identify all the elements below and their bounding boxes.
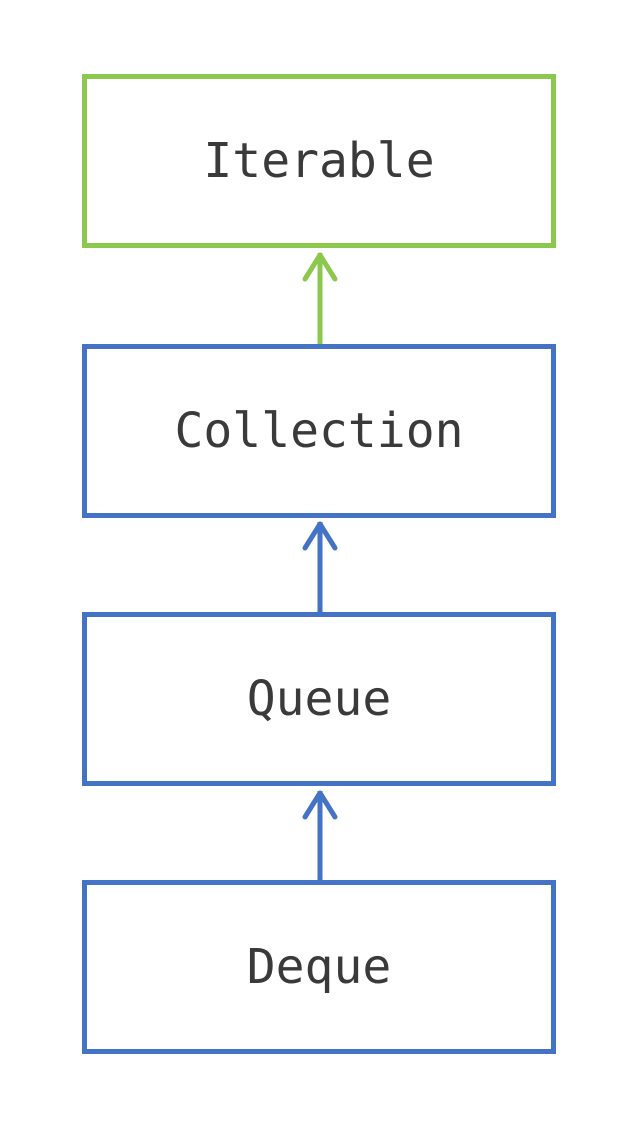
node-label-collection: Collection xyxy=(174,403,464,459)
arrow-queue-to-collection xyxy=(302,521,338,612)
node-collection: Collection xyxy=(82,344,556,518)
node-iterable: Iterable xyxy=(82,74,556,248)
arrow-deque-to-queue xyxy=(302,790,338,880)
node-queue: Queue xyxy=(82,612,556,786)
arrowhead-icon xyxy=(302,521,338,551)
node-label-queue: Queue xyxy=(246,671,392,727)
node-label-deque: Deque xyxy=(246,939,392,995)
arrow-collection-to-iterable xyxy=(302,252,338,344)
node-deque: Deque xyxy=(82,880,556,1054)
node-label-iterable: Iterable xyxy=(203,133,435,189)
arrowhead-icon xyxy=(302,252,338,282)
arrowhead-icon xyxy=(302,790,338,820)
